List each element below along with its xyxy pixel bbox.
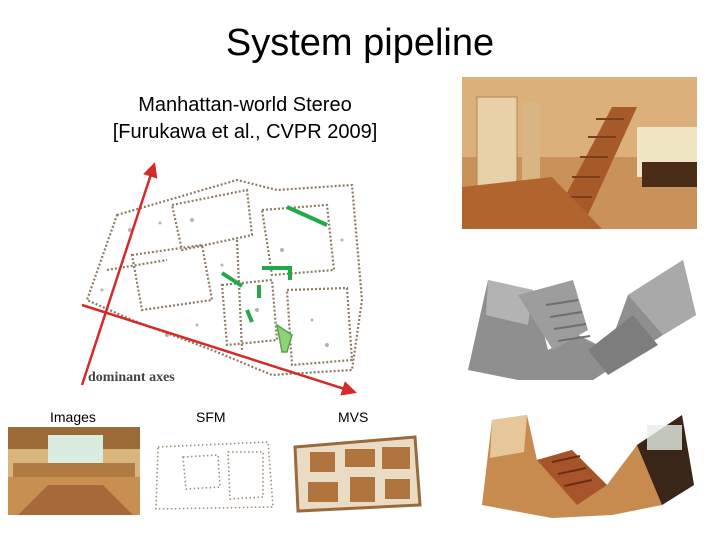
slide-subtitle: Manhattan-world Stereo [Furukawa et al.,… <box>60 92 430 146</box>
kitchen-photo <box>8 427 140 515</box>
dominant-axes-figure <box>72 160 392 400</box>
mvs-reconstruction <box>290 427 425 515</box>
pipeline-label-sfm: SFM <box>196 409 226 425</box>
dominant-axes-label: dominant axes <box>88 370 175 386</box>
slide-title: System pipeline <box>0 22 720 65</box>
sfm-points <box>148 427 280 515</box>
pipeline-label-mvs: MVS <box>338 409 368 425</box>
vertical-axis-arrow <box>82 165 154 385</box>
depth-model-render <box>458 255 698 385</box>
textured-model-render <box>462 390 698 522</box>
subtitle-line-1: Manhattan-world Stereo <box>60 92 430 119</box>
point-cloud <box>87 180 362 375</box>
subtitle-line-2: [Furukawa et al., CVPR 2009] <box>60 119 430 146</box>
hallway-photo <box>462 77 697 229</box>
pipeline-label-images: Images <box>50 409 96 425</box>
